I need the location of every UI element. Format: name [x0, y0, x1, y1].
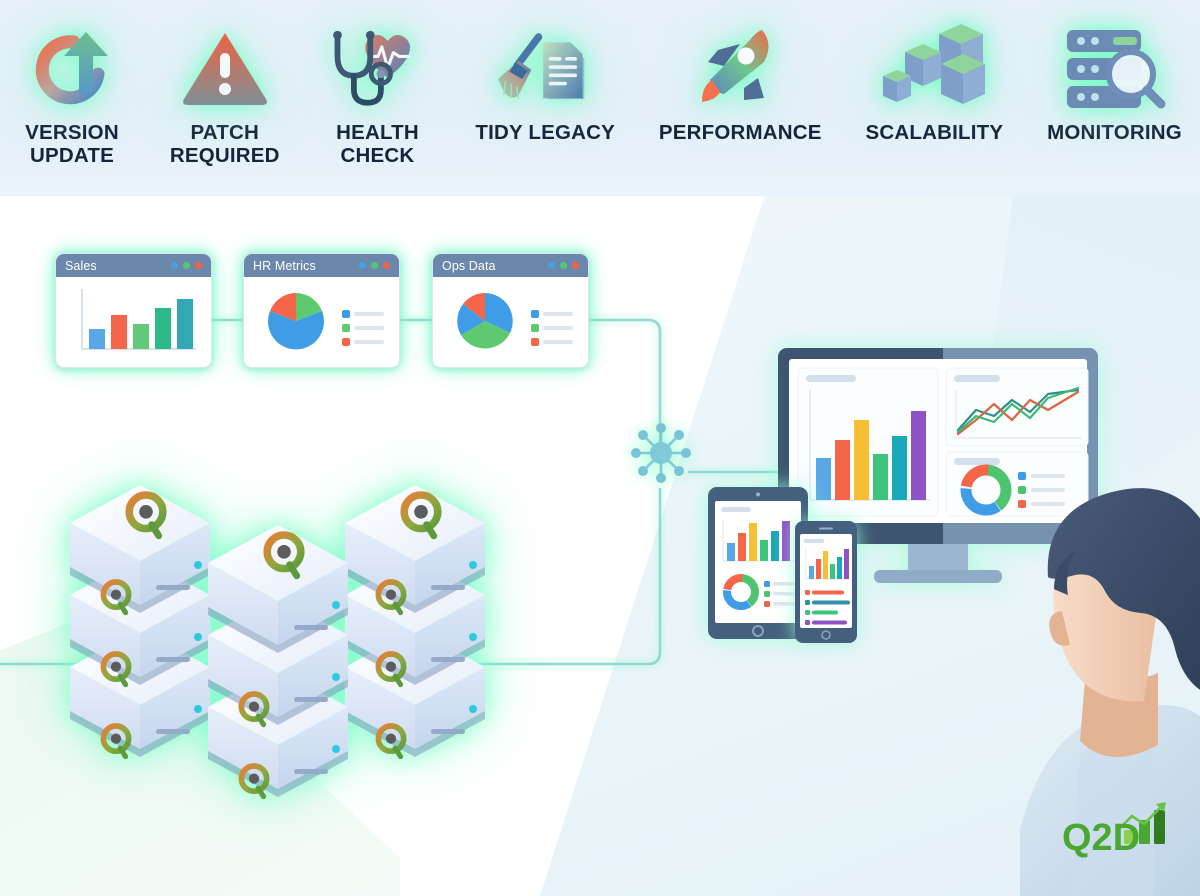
- q2d-logo: Q2D: [1060, 800, 1180, 862]
- desktop-monitor[interactable]: [778, 348, 1098, 598]
- header-item-monitoring[interactable]: MONITORING: [1047, 0, 1182, 144]
- server-column-left: [70, 485, 210, 760]
- header-label-scalability: SCALABILITY: [865, 121, 1004, 144]
- window-content: [433, 277, 588, 367]
- header-item-patch-required[interactable]: PATCH REQUIRED: [170, 0, 280, 168]
- data-window-sales[interactable]: Sales: [55, 253, 212, 368]
- refresh-arrow-up-icon: [18, 22, 126, 114]
- header-label-patch-required: PATCH REQUIRED: [169, 121, 280, 167]
- window-titlebar: HR Metrics: [244, 254, 399, 277]
- header-label-performance: PERFORMANCE: [658, 121, 822, 144]
- header-label-health-check: HEALTH CHECK: [336, 121, 419, 167]
- broom-document-icon: [491, 22, 599, 114]
- monitor-donut-panel: [945, 451, 1089, 517]
- window-content: [56, 277, 211, 367]
- header-item-performance[interactable]: PERFORMANCE: [659, 0, 822, 144]
- growth-bars-arrow-icon: [1116, 802, 1166, 844]
- window-title: Sales: [65, 258, 97, 273]
- window-dots: [359, 262, 390, 269]
- server-column-center: [208, 525, 348, 800]
- window-titlebar: Sales: [56, 254, 211, 277]
- phone-device[interactable]: [795, 521, 857, 643]
- tablet-device[interactable]: [708, 487, 808, 639]
- analyst-viewer: [1010, 455, 1200, 896]
- logo-text: Q2D: [1062, 817, 1140, 859]
- window-title: HR Metrics: [253, 258, 316, 273]
- rocket-icon: [686, 22, 794, 114]
- data-window-ops-data[interactable]: Ops Data: [432, 253, 589, 368]
- header-label-tidy-legacy: TIDY LEGACY: [475, 121, 615, 144]
- warning-triangle-icon: [171, 22, 279, 114]
- header-icon-band: VERSION UPDATE PATCH REQUIRED: [0, 0, 1200, 196]
- header-item-health-check[interactable]: HEALTH CHECK: [324, 0, 432, 168]
- window-titlebar: Ops Data: [433, 254, 588, 277]
- server-column-right: [345, 485, 485, 760]
- data-window-hr-metrics[interactable]: HR Metrics: [243, 253, 400, 368]
- network-hub-node[interactable]: [620, 412, 702, 494]
- header-item-version-update[interactable]: VERSION UPDATE: [18, 0, 126, 168]
- monitor-bar-panel: [797, 367, 939, 517]
- window-dots: [548, 262, 579, 269]
- header-label-monitoring: MONITORING: [1047, 121, 1182, 144]
- window-title: Ops Data: [442, 258, 496, 273]
- server-magnifier-icon: [1061, 22, 1169, 114]
- window-content: [244, 277, 399, 367]
- header-item-tidy-legacy[interactable]: TIDY LEGACY: [475, 0, 615, 144]
- header-label-version-update: VERSION UPDATE: [25, 121, 119, 167]
- server-cluster: [60, 415, 580, 835]
- monitor-line-panel: [945, 367, 1089, 447]
- window-dots: [171, 262, 202, 269]
- stethoscope-heartbeat-icon: [324, 22, 432, 114]
- header-item-scalability[interactable]: SCALABILITY: [865, 0, 1003, 144]
- stacked-cubes-icon: [880, 22, 988, 114]
